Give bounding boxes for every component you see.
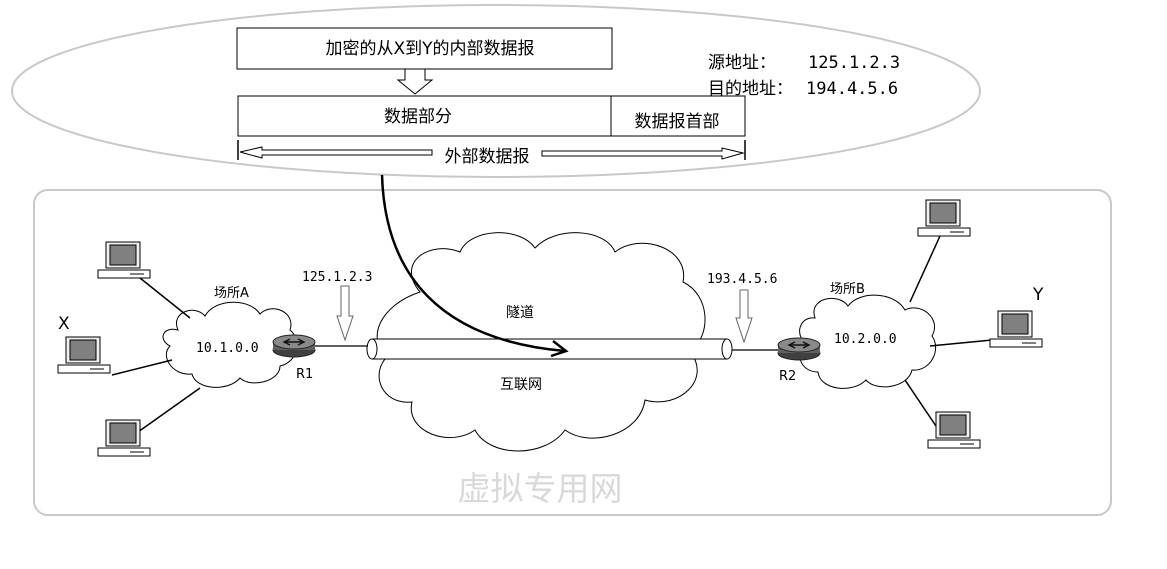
computer-icon bbox=[927, 411, 981, 449]
dst-address-label: 目的地址： bbox=[708, 79, 793, 99]
ip-r2-label: 193.4.5.6 bbox=[707, 272, 777, 287]
down-arrow-icon bbox=[396, 68, 434, 95]
net-b-label: 10.2.0.0 bbox=[834, 332, 897, 347]
computer-icon bbox=[989, 310, 1043, 348]
datagram-header-label: 数据报首部 bbox=[635, 112, 720, 132]
vpn-frame bbox=[33, 189, 1112, 516]
src-address-value: 125.1.2.3 bbox=[808, 53, 900, 73]
ip-r1-arrow-icon bbox=[336, 285, 354, 342]
site-a-label: 场所A bbox=[214, 286, 249, 301]
ip-r2-arrow-icon bbox=[735, 289, 753, 344]
data-part-label: 数据部分 bbox=[384, 107, 452, 127]
address-info: 源地址： 125.1.2.3 目的地址： 194.4.5.6 bbox=[708, 53, 900, 99]
computer-icon bbox=[57, 336, 111, 374]
vpn-title: 虚拟专用网 bbox=[458, 469, 623, 508]
src-address-label: 源地址： bbox=[708, 53, 776, 73]
site-a-cloud bbox=[162, 301, 298, 388]
computer-icon bbox=[97, 241, 151, 279]
internet-label: 互联网 bbox=[500, 377, 542, 393]
outer-datagram-box: 数据部分 数据报首部 bbox=[237, 95, 746, 137]
computer-icon bbox=[97, 419, 151, 457]
ip-r1-label: 125.1.2.3 bbox=[302, 270, 372, 285]
outer-datagram-span: 外部数据报 bbox=[237, 140, 746, 167]
tunnel-entry-arrow bbox=[380, 174, 569, 358]
router-r2-icon bbox=[777, 337, 821, 361]
net-a-label: 10.1.0.0 bbox=[196, 341, 259, 356]
inner-datagram-box: 加密的从X到Y的内部数据报 bbox=[236, 27, 613, 70]
router-r1-icon bbox=[272, 334, 316, 358]
router-r2-label: R2 bbox=[779, 369, 796, 384]
host-x-label: X bbox=[58, 314, 70, 334]
outer-datagram-label: 外部数据报 bbox=[445, 147, 530, 167]
dst-address-value: 194.4.5.6 bbox=[806, 79, 898, 99]
host-y-label: Y bbox=[1032, 285, 1044, 305]
site-b-label: 场所B bbox=[830, 282, 865, 297]
router-r1-label: R1 bbox=[296, 367, 313, 382]
inner-datagram-label: 加密的从X到Y的内部数据报 bbox=[325, 39, 534, 59]
computer-icon bbox=[917, 199, 971, 237]
tunnel-label: 隧道 bbox=[506, 305, 534, 321]
